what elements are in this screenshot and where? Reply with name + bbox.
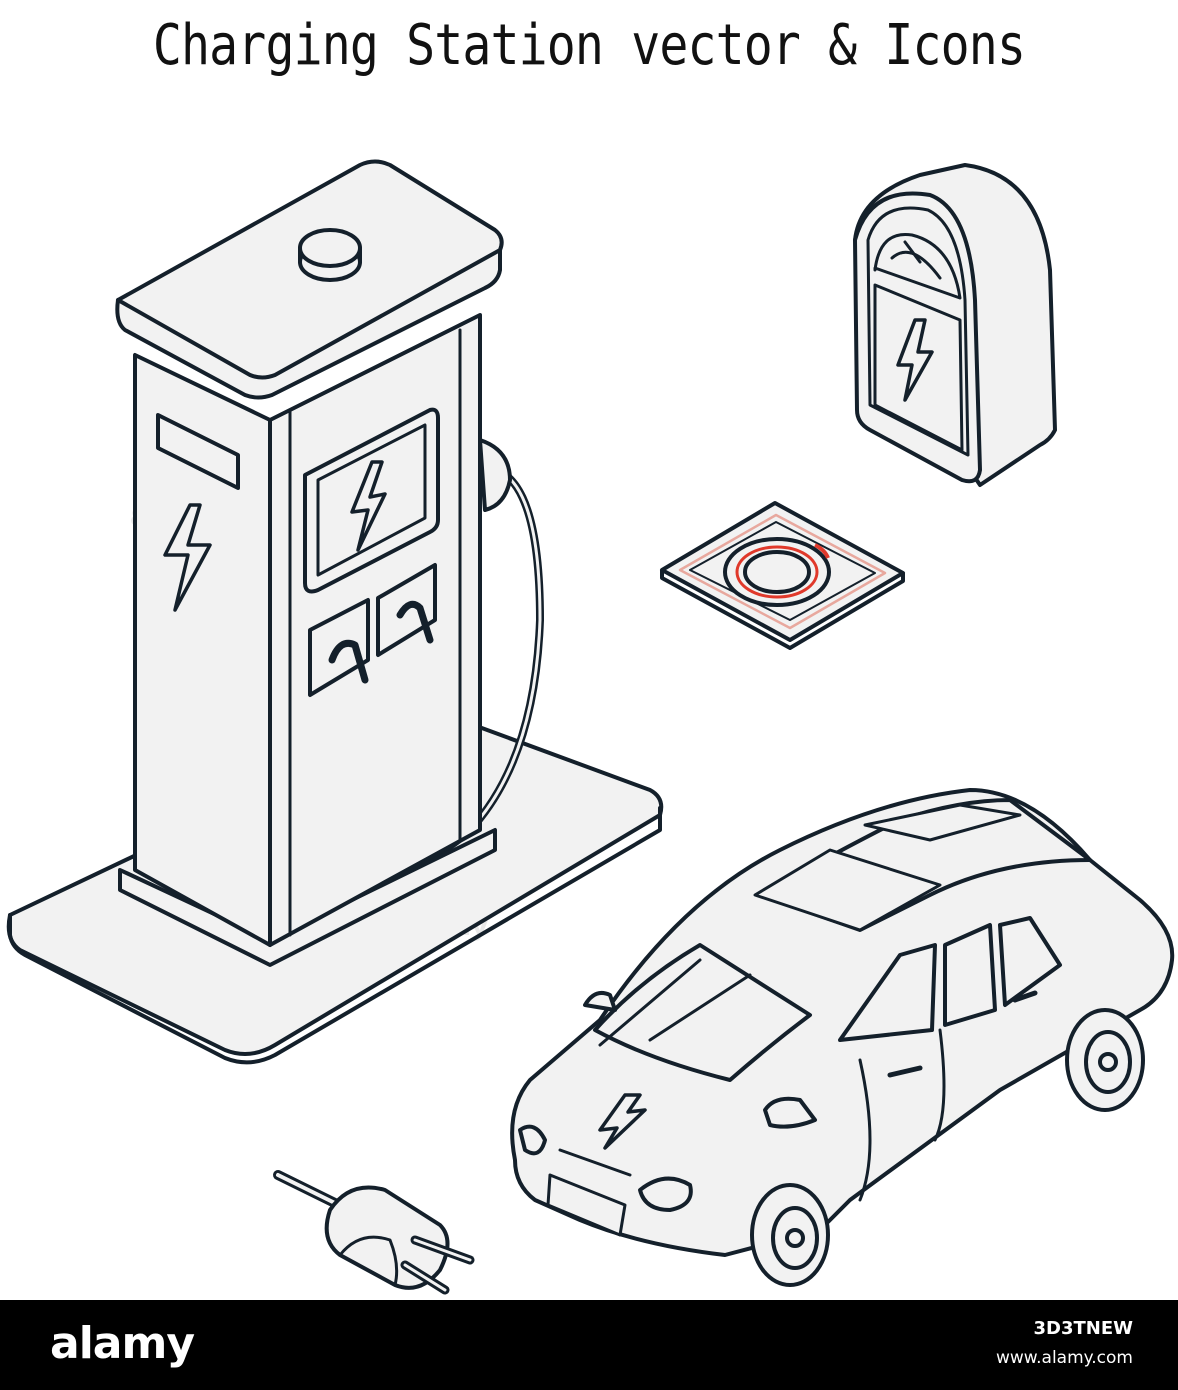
wireless-charging-pad-icon [660, 501, 905, 650]
illustration-canvas: alamy alamy alamy [6, 159, 1175, 1295]
wall-charger-icon [853, 163, 1057, 487]
stock-footer-bar: alamy 3D3TNEW www.alamy.com [0, 1300, 1178, 1390]
image-id: 3D3TNEW [1033, 1318, 1133, 1339]
electric-car-icon [510, 788, 1175, 1287]
page-title: Charging Station vector & Icons [152, 12, 1026, 78]
plug-icon [273, 1170, 475, 1295]
alamy-logo: alamy [50, 1318, 195, 1369]
charging-station-icon [6, 159, 664, 1065]
stock-url: www.alamy.com [995, 1348, 1133, 1368]
